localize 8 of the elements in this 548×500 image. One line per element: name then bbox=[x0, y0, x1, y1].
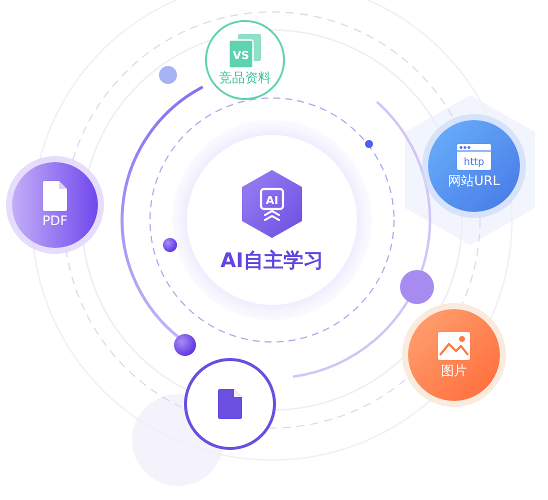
source-circle bbox=[205, 20, 285, 100]
browser-window-icon: http bbox=[456, 142, 492, 171]
node-label: 图片 bbox=[441, 364, 467, 380]
node-label: PDF bbox=[42, 214, 68, 230]
hexagon-icon: AI bbox=[241, 168, 303, 238]
node-label: 网站URL bbox=[448, 174, 500, 190]
node-label: 竞品资料 bbox=[219, 72, 271, 86]
hub-label: AI自主学习 bbox=[220, 248, 324, 272]
